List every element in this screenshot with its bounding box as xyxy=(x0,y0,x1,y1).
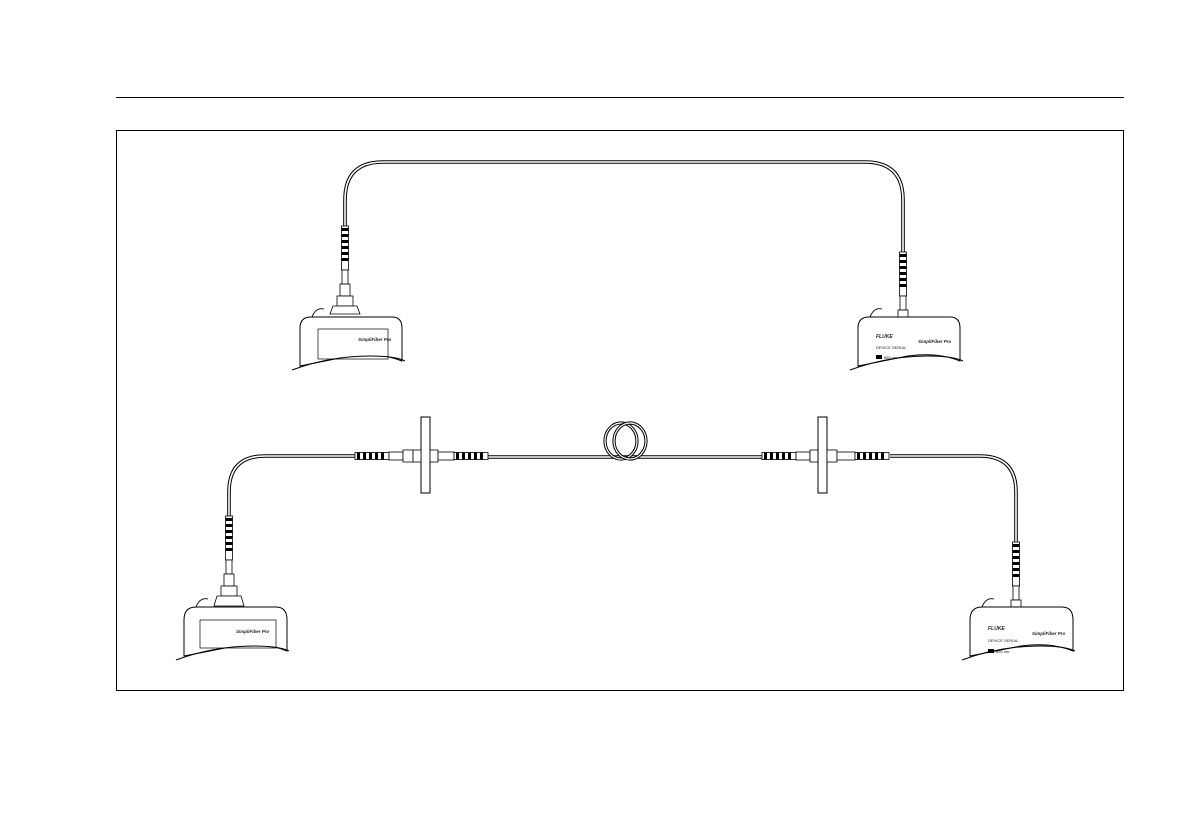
left-bulkhead-adapter xyxy=(355,417,488,493)
bottom-left-model-label: SimpliFiber Pro xyxy=(236,629,270,634)
top-right-model-label: SimpliFiber Pro xyxy=(918,339,952,344)
cable-coil xyxy=(605,423,646,459)
bottom-right-device: FLUKE SimpliFiber Pro DEVICE SERIAL 850 … xyxy=(962,599,1075,660)
top-left-model-label: SimpliFiber Pro xyxy=(358,337,392,342)
top-right-brand-label: FLUKE xyxy=(876,334,893,340)
bottom-right-reference-cord xyxy=(890,456,1016,542)
bottom-right-model-label: SimpliFiber Pro xyxy=(1032,631,1066,636)
bottom-right-serial-label: DEVICE SERIAL xyxy=(988,638,1019,643)
top-reference-cord xyxy=(345,162,903,252)
bottom-left-device: SimpliFiber Pro xyxy=(176,599,289,660)
top-right-serial-label: DEVICE SERIAL xyxy=(876,345,907,350)
top-left-connector xyxy=(330,226,360,314)
top-left-device: SimpliFiber Pro xyxy=(292,309,405,370)
bottom-left-connector xyxy=(214,516,244,606)
bottom-right-brand-label: FLUKE xyxy=(988,626,1005,632)
bottom-left-reference-cord xyxy=(229,456,355,516)
top-right-connector xyxy=(898,252,908,318)
right-bulkhead-adapter xyxy=(762,417,889,493)
bottom-right-connector xyxy=(1011,542,1021,608)
top-right-device: FLUKE SimpliFiber Pro DEVICE SERIAL 850 … xyxy=(850,309,963,370)
link-under-test xyxy=(488,423,762,459)
